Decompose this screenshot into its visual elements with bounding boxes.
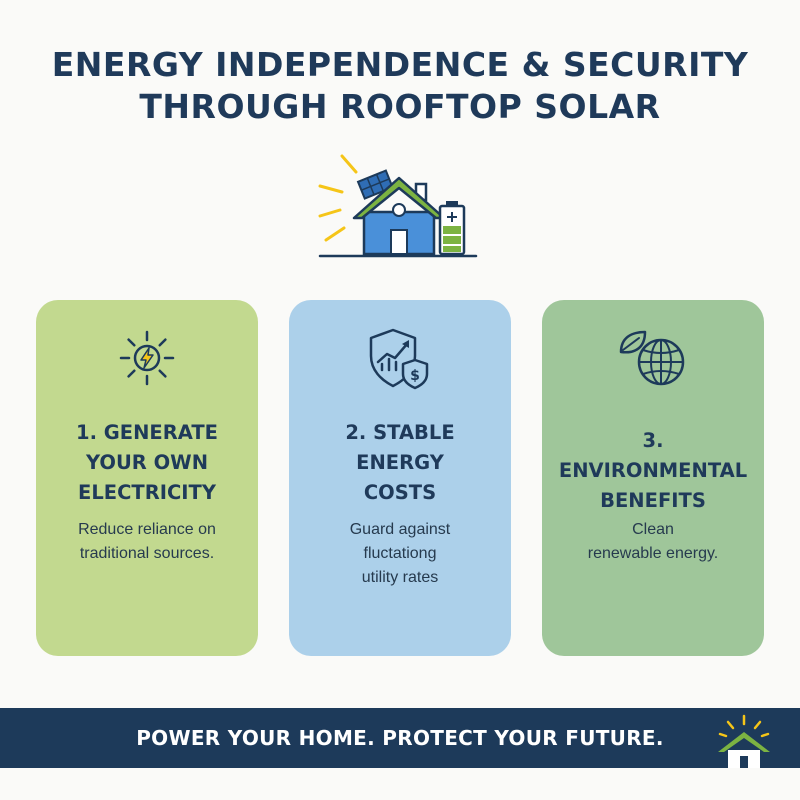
sun-lightning-icon <box>36 326 258 390</box>
globe-leaf-icon <box>542 326 764 390</box>
page-title: ENERGY INDEPENDENCE & SECURITY THROUGH R… <box>0 44 800 128</box>
card-environmental-benefits: 3. ENVIRONMENTAL BENEFITS Clean renewabl… <box>542 300 764 656</box>
card-generate-electricity: 1. GENERATE YOUR OWN ELECTRICITY Reduce … <box>36 300 258 656</box>
tagline: POWER YOUR HOME. PROTECT YOUR FUTURE. <box>136 726 664 750</box>
card-title: 1. GENERATE YOUR OWN ELECTRICITY <box>76 421 218 504</box>
house-sun-icon <box>712 714 776 768</box>
solar-house-battery-icon <box>316 150 486 262</box>
footer-banner: POWER YOUR HOME. PROTECT YOUR FUTURE. <box>0 708 800 768</box>
card-description: Clean renewable energy. <box>587 521 719 562</box>
card-description: Reduce reliance on traditional sources. <box>78 521 216 562</box>
svg-text:$: $ <box>410 368 420 384</box>
shield-chart-dollar-icon: $ <box>289 326 511 390</box>
card-title: 3. ENVIRONMENTAL BENEFITS <box>558 429 748 512</box>
card-stable-costs: $ 2. STABLE ENERGY COSTS Guard against f… <box>289 300 511 656</box>
title-text: ENERGY INDEPENDENCE & SECURITY THROUGH R… <box>51 45 749 126</box>
card-description: Guard against fluctationg utility rates <box>349 521 451 586</box>
card-title: 2. STABLE ENERGY COSTS <box>345 421 455 504</box>
